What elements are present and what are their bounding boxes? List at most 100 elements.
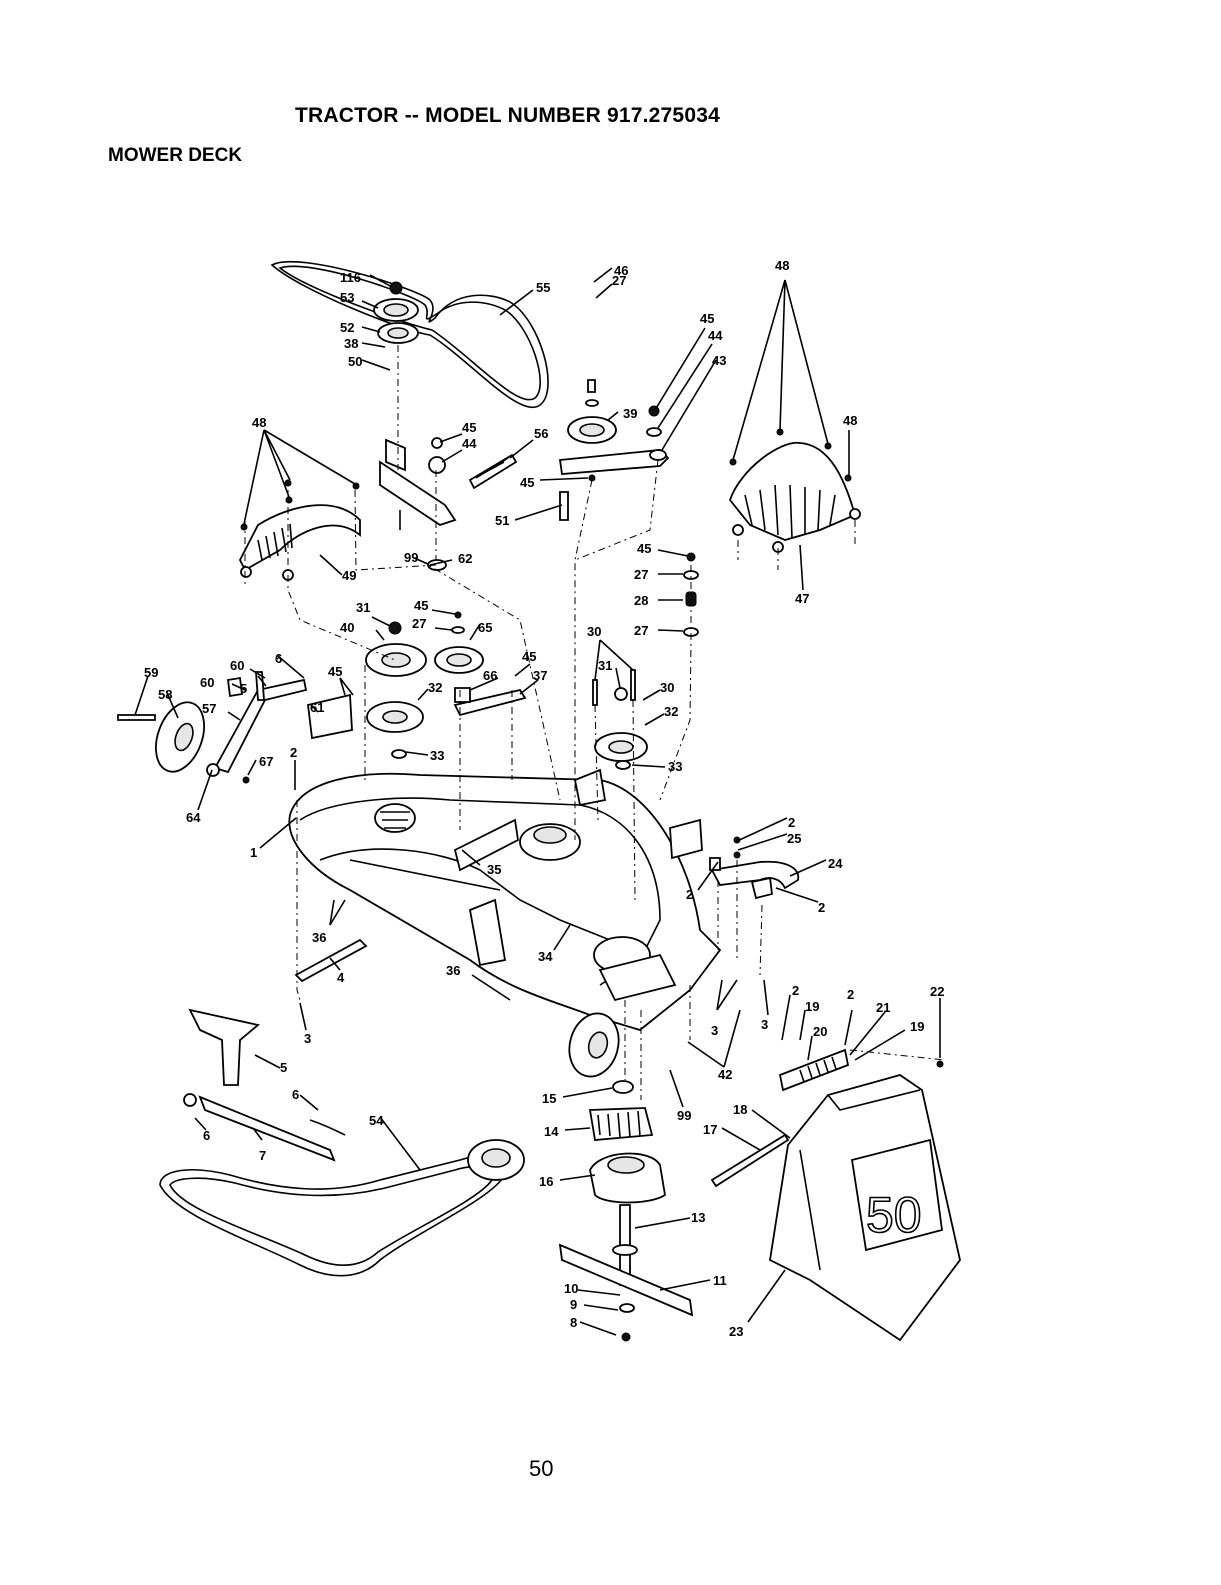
callout-label: 45 [700,311,714,326]
callout-label: 42 [718,1067,732,1082]
callout-label: 24 [828,856,843,871]
callout-label: 2 [818,900,825,915]
callout-label: 51 [495,513,509,528]
callout-label: 14 [544,1124,559,1139]
callout-label: 54 [369,1113,384,1128]
callout-label: 13 [691,1210,705,1225]
callout-label: 40 [340,620,354,635]
center-pulleys [365,611,527,759]
callout-label: 30 [660,680,674,695]
callout-label: 27 [634,567,648,582]
callout-label: 99 [677,1108,691,1123]
callout-label: 6 [275,651,282,666]
callout-label: 27 [634,623,648,638]
left-belt-guard [238,479,361,581]
callout-label: 47 [795,591,809,606]
callout-label: 50 [348,354,362,369]
callout-label: 52 [340,320,354,335]
callout-label: 27 [612,273,626,288]
rear-bracket [709,836,800,900]
callout-label: 31 [356,600,370,615]
right-belt-guard [728,428,861,553]
callout-label: 23 [729,1324,743,1339]
chute-marking-text: 50 [866,1187,922,1243]
callout-label: 55 [536,280,550,295]
callout-label: 39 [623,406,637,421]
callout-label: 34 [538,949,553,964]
drive-belt-55 [270,260,549,408]
callout-label: 5 [280,1060,287,1075]
callout-label: 15 [542,1091,556,1106]
callout-label: 16 [539,1174,553,1189]
deflector-pivot [778,1048,944,1092]
callout-label: 45 [637,541,651,556]
callout-label: 53 [340,290,354,305]
callout-label: 27 [412,616,426,631]
page-title: TRACTOR -- MODEL NUMBER 917.275034 [295,104,720,127]
deflector-rod-17 [710,1133,790,1188]
callout-label: 64 [186,810,201,825]
callout-label: 45 [328,664,342,679]
callout-label: 2 [792,983,799,998]
callout-label: 44 [708,328,723,343]
callout-label: 57 [202,701,216,716]
callout-label: 33 [430,748,444,763]
leader-lines [134,267,941,1336]
callout-label: 2 [686,887,693,902]
callout-label: 36 [312,930,326,945]
left-idler-stack [373,281,596,571]
callout-label: 32 [664,704,678,719]
callout-label: 36 [446,963,460,978]
callout-label: 17 [703,1122,717,1137]
callout-label: 37 [533,668,547,683]
callout-label: 48 [843,413,857,428]
spindle-blade-assembly [558,1080,694,1342]
callout-label: 18 [733,1102,747,1117]
callout-label: 19 [805,999,819,1014]
mower-deck-housing [288,768,722,1031]
callout-label: 61 [310,700,324,715]
callout-label: 20 [813,1024,827,1039]
callout-label: 19 [910,1019,924,1034]
callout-label: 116 [340,270,361,285]
callout-label: 48 [775,258,789,273]
callout-label: 10 [564,1281,578,1296]
callout-label: 58 [158,687,172,702]
callout-label: 7 [259,1148,266,1163]
callout-label: 30 [587,624,601,639]
callout-label: 45 [522,649,536,664]
lower-hardware [159,938,525,1277]
page-number: 50 [529,1456,554,1481]
callout-label: 44 [462,436,477,451]
callout-label: 99 [404,550,418,565]
callout-label: 22 [930,984,944,999]
callout-label: 32 [428,680,442,695]
callout-label: 2 [290,745,297,760]
section-title: MOWER DECK [108,145,243,166]
callout-label: 11 [713,1273,727,1288]
callout-label: 3 [711,1023,718,1038]
callout-label: 2 [788,815,795,830]
callout-label: 3 [304,1031,311,1046]
callout-label: 45 [414,598,428,613]
callout-label: 25 [787,831,801,846]
callout-label: 8 [570,1315,577,1330]
front-wheel [568,1012,620,1078]
callout-label: 67 [259,754,273,769]
callout-label: 56 [534,426,548,441]
callout-label: 49 [342,568,356,583]
callout-label: 5 [240,681,247,696]
callout-label: 21 [876,1000,890,1015]
callout-label: 48 [252,415,266,430]
left-wheel-assembly [117,671,353,784]
callout-label: 28 [634,593,648,608]
callout-label: 59 [144,665,158,680]
callout-label: 60 [200,675,214,690]
callout-label: 6 [203,1128,210,1143]
right-idler-arm [558,379,670,475]
callout-label: 45 [462,420,476,435]
callout-label: 1 [250,845,257,860]
callout-label: 46 [614,263,628,278]
callout-label: 38 [344,336,358,351]
callout-label: 65 [478,620,492,635]
